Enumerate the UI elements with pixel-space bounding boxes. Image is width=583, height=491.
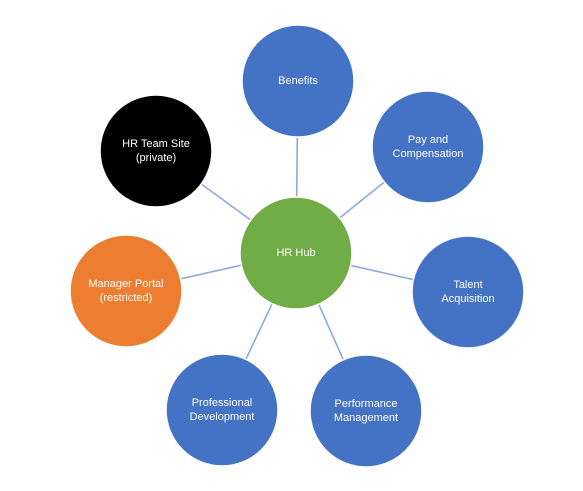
node-circle-hr-hub [239,196,353,310]
node-label-manager-portal-1: Manager Portal [88,278,163,290]
node-label-professional-development-2: Development [190,411,255,423]
node-label-hr-hub: HR Hub [276,247,315,259]
node-label-pay-and-compensation-1: Pay and [408,134,448,146]
node-hr-team-site[interactable]: HR Team Site (private) [99,94,213,208]
connector-performance-management [317,303,345,361]
node-circle-manager-portal [69,234,183,348]
node-label-manager-portal-2: (restricted) [100,292,153,304]
node-circle-professional-development [165,353,279,467]
node-label-talent-acquisition-1: Talent [453,279,482,291]
connector-manager-portal [180,264,242,280]
node-label-benefits: Benefits [278,75,318,87]
node-label-professional-development-1: Professional [192,397,253,409]
connector-professional-development [245,303,273,360]
node-manager-portal[interactable]: Manager Portal (restricted) [69,234,183,348]
node-circle-benefits [241,24,355,138]
connector-hr-team-site [200,183,252,221]
connector-talent-acquisition [350,264,414,281]
node-label-hr-team-site-2: (private) [136,152,176,164]
node-label-pay-and-compensation-2: Compensation [393,148,464,160]
connector-pay-and-compensation [339,181,385,219]
node-circle-performance-management [309,354,423,468]
node-benefits[interactable]: Benefits [241,24,355,138]
node-circle-talent-acquisition [411,235,525,349]
node-label-performance-management-1: Performance [335,398,398,410]
node-circle-hr-team-site [99,94,213,208]
connectors [180,136,414,361]
node-label-hr-team-site-1: HR Team Site [122,138,190,150]
node-label-performance-management-2: Management [334,412,398,424]
connector-benefits [295,136,299,198]
node-circle-pay-and-compensation [371,90,485,204]
node-hr-hub[interactable]: HR Hub [239,196,353,310]
node-label-talent-acquisition-2: Acquisition [441,293,494,305]
